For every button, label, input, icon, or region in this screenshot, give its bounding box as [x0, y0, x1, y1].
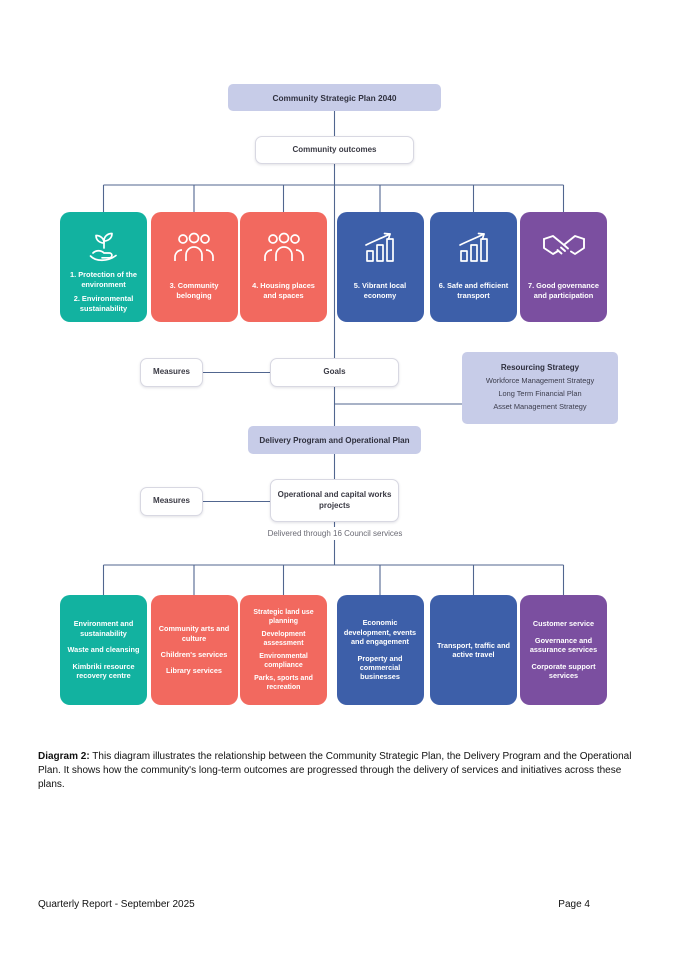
outcome-label: 4. Housing places and spaces [252, 281, 315, 300]
service-item: Library services [166, 666, 222, 676]
service-item: Property and commercial businesses [357, 653, 403, 682]
strategic-plan-box: Community Strategic Plan 2040 [228, 84, 441, 111]
outcome-card-housing: 4. Housing places and spaces [240, 212, 327, 322]
service-item: Economic development, events and engagem… [343, 618, 417, 647]
outcome-label: 7. Good governance and participation [527, 281, 600, 300]
service-item: Customer service [532, 619, 595, 629]
service-item: Waste and cleansing [67, 645, 140, 655]
delivery-program-box: Delivery Program and Operational Plan [248, 426, 421, 454]
resourcing-strategy-title: Resourcing Strategy [500, 363, 580, 373]
outcome-card-governance: 7. Good governance and participation [520, 212, 607, 322]
outcome-card-transport: 6. Safe and efficient transport [430, 212, 517, 322]
service-item: Development assessment [261, 630, 306, 647]
community-outcomes-box: Community outcomes [255, 136, 414, 164]
diagram-caption: Diagram 2: This diagram illustrates the … [38, 750, 636, 792]
outcome-label: 1. Protection of the environment [70, 270, 137, 289]
service-item: Environmental compliance [259, 653, 308, 670]
outcome-label: 3. Community belonging [169, 281, 219, 300]
outcome-label: 5. Vibrant local economy [353, 281, 407, 300]
service-item: Transport, traffic and active travel [437, 640, 510, 659]
footer-page-number: Page 4 [558, 899, 590, 910]
resourcing-strategy-item: Long Term Financial Plan [498, 389, 582, 399]
hand-plant-icon [87, 224, 121, 270]
delivered-note: Delivered through 16 Council services [235, 527, 435, 540]
service-item: Community arts and culture [158, 624, 230, 643]
people-group-icon [263, 224, 305, 270]
footer-report-title: Quarterly Report - September 2025 [38, 899, 195, 910]
service-item: Parks, sports and recreation [254, 675, 313, 692]
growth-chart-icon [362, 224, 398, 270]
caption-text: This diagram illustrates the relationshi… [38, 751, 632, 790]
service-card-planning: Strategic land use planning Development … [240, 595, 327, 705]
caption-label: Diagram 2: [38, 751, 90, 762]
service-item: Kimbriki resource recovery centre [72, 661, 135, 681]
goals-box: Goals [270, 358, 399, 387]
outcome-card-economy: 5. Vibrant local economy [336, 212, 424, 322]
service-card-corporate: Customer service Governance and assuranc… [520, 595, 607, 705]
service-item: Strategic land use planning [253, 608, 314, 625]
resourcing-strategy-item: Asset Management Strategy [493, 401, 587, 411]
service-card-economic: Economic development, events and engagem… [336, 595, 424, 705]
measures-box-top: Measures [140, 358, 203, 387]
outcome-card-environment: 1. Protection of the environment 2. Envi… [60, 212, 147, 322]
outcome-card-community-belonging: 3. Community belonging [150, 212, 238, 322]
people-group-icon [173, 224, 215, 270]
handshake-icon [542, 224, 586, 270]
service-card-environment: Environment and sustainability Waste and… [60, 595, 147, 705]
service-item: Corporate support services [531, 661, 596, 681]
service-card-transport: Transport, traffic and active travel [430, 595, 517, 705]
resourcing-strategy-item: Workforce Management Strategy [485, 376, 595, 386]
resourcing-strategy-box: Resourcing Strategy Workforce Management… [462, 352, 618, 424]
service-item: Children's services [160, 650, 228, 659]
growth-chart-icon [456, 224, 492, 270]
outcome-label: 2. Environmental sustainability [73, 294, 134, 313]
measures-box-bottom: Measures [140, 487, 203, 516]
service-card-community: Community arts and culture Children's se… [150, 595, 238, 705]
service-item: Environment and sustainability [73, 619, 134, 638]
service-item: Governance and assurance services [529, 635, 598, 655]
operational-projects-box: Operational and capital works projects [270, 479, 399, 522]
outcome-label: 6. Safe and efficient transport [438, 281, 509, 300]
